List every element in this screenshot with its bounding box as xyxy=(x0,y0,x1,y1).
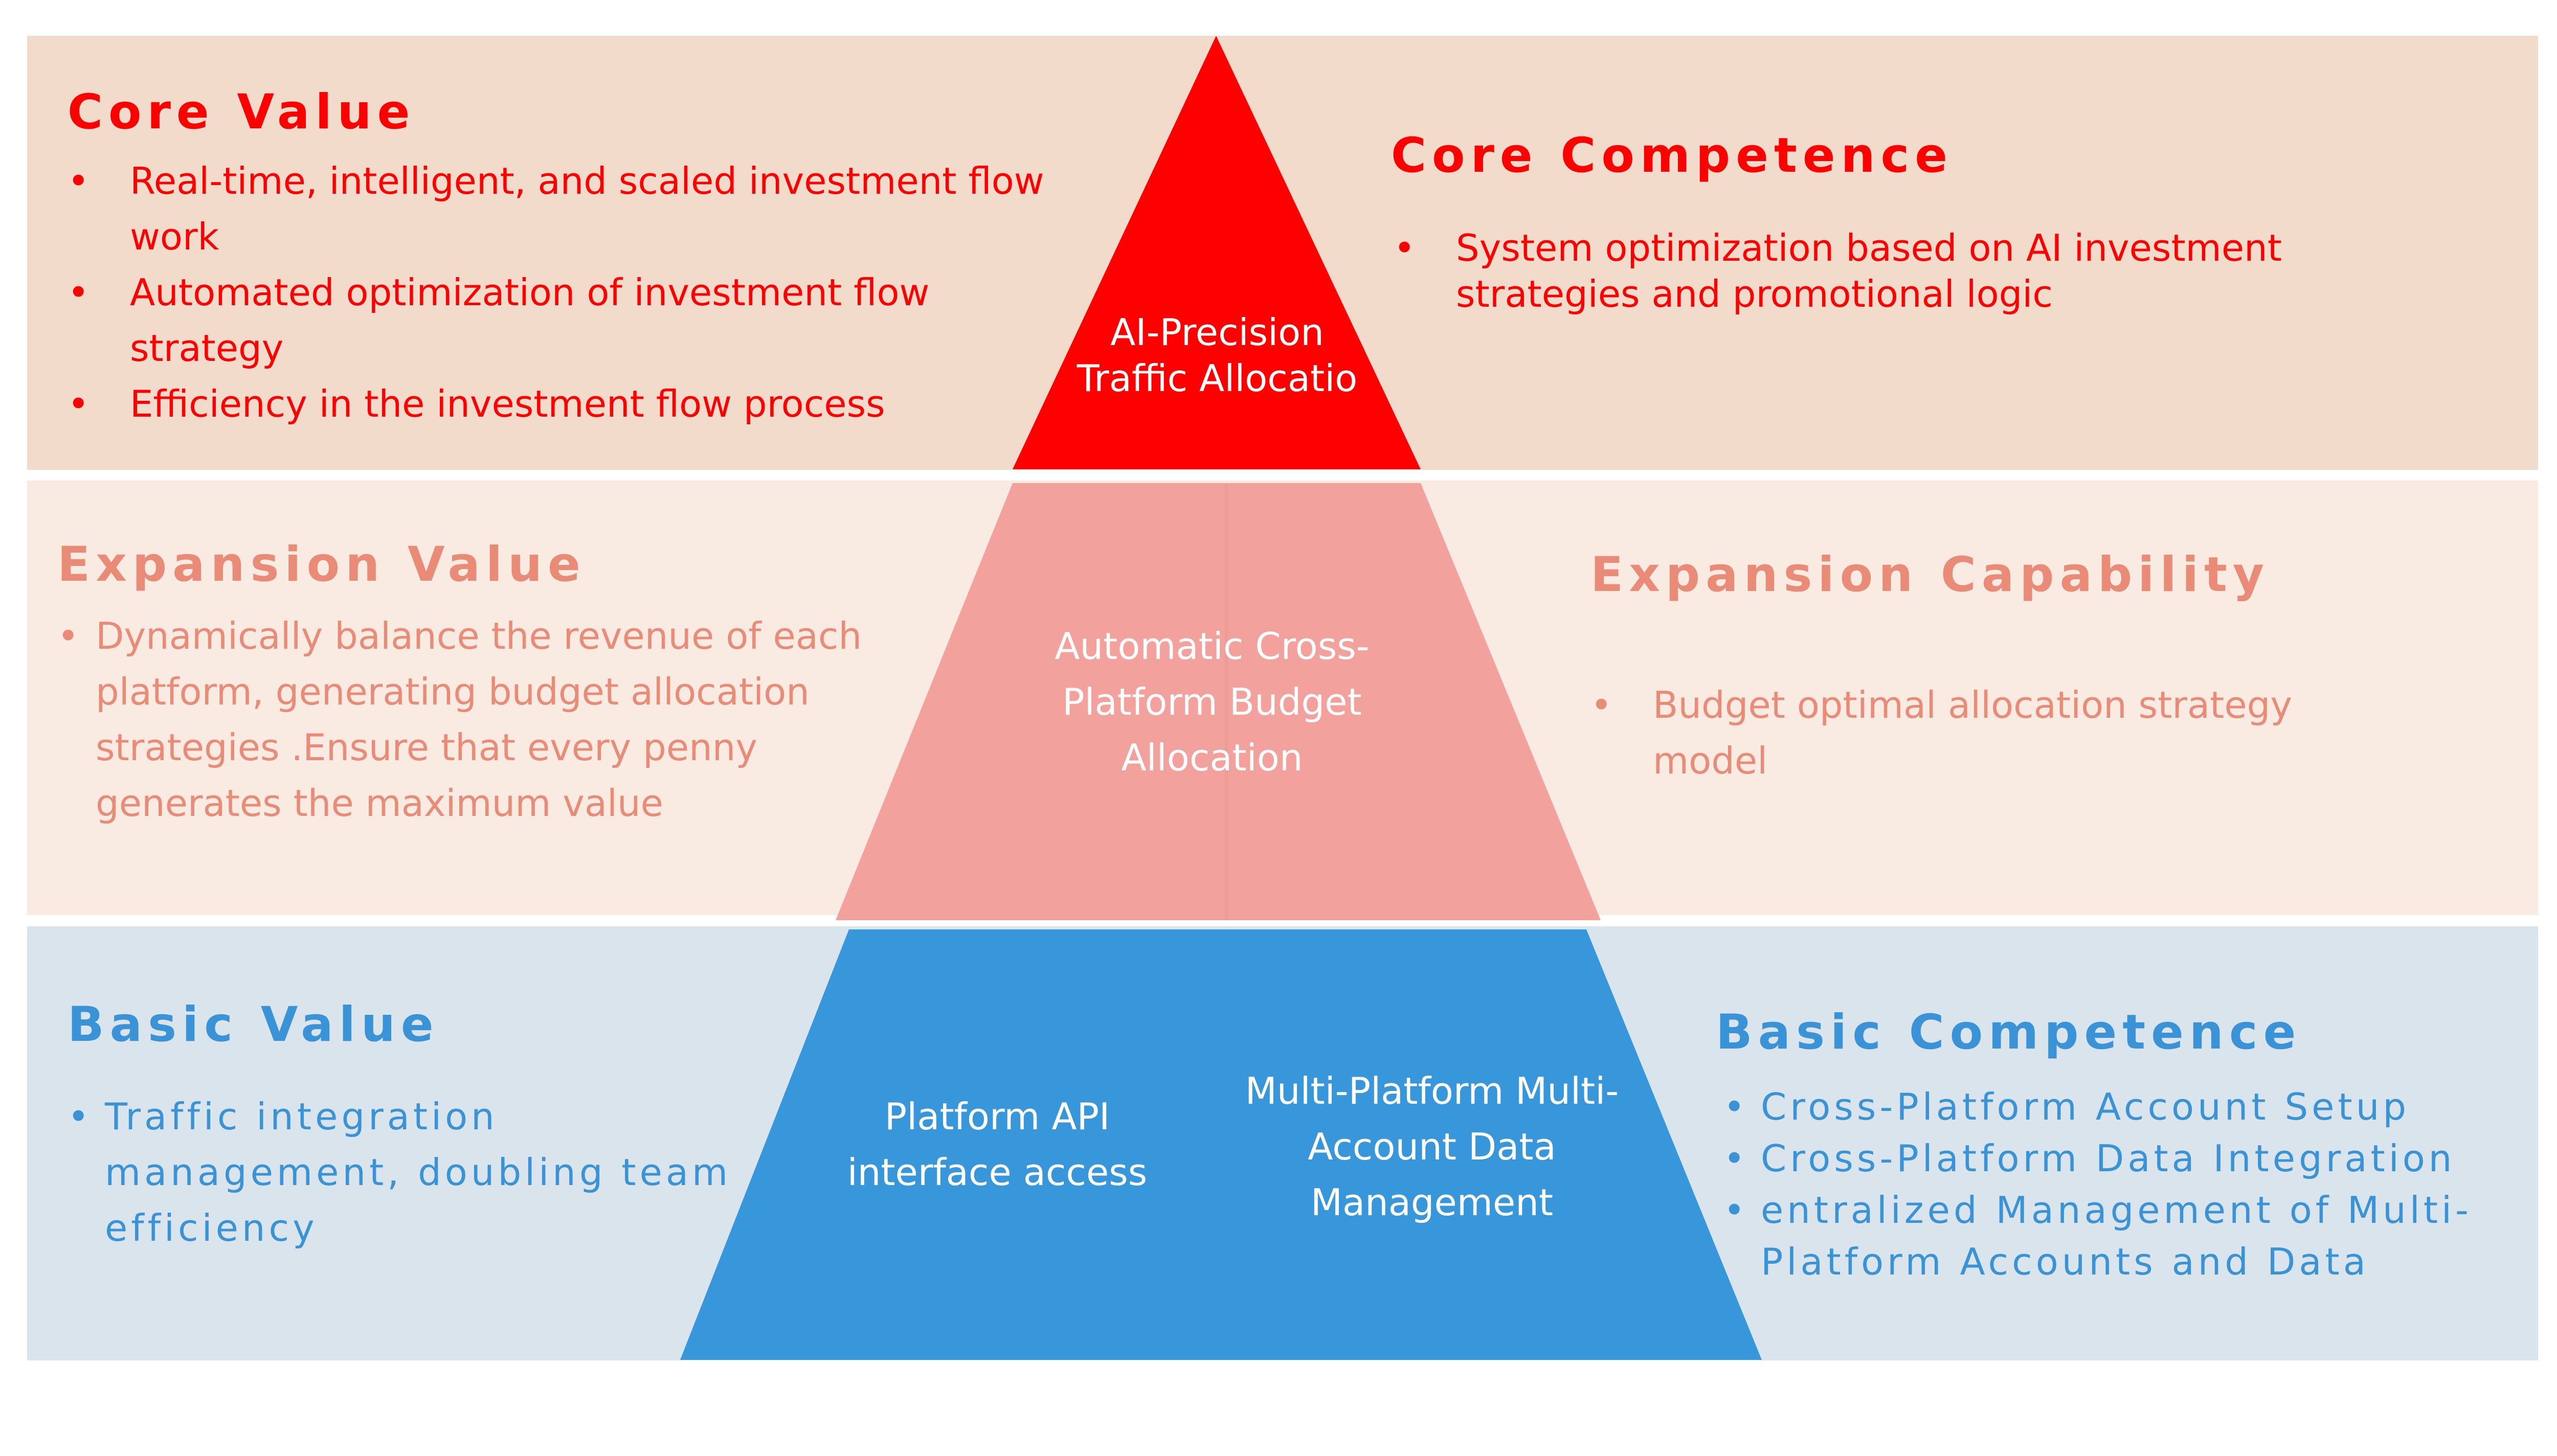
list-item: • Real-time, intelligent, and scaled inv… xyxy=(68,153,1090,265)
bullet-icon: • xyxy=(1590,684,1612,726)
pyramid-top-triangle xyxy=(1013,36,1421,469)
list-item-text: Dynamically balance the revenue of each … xyxy=(96,615,862,825)
list-item-text: Cross-Platform Data Integration xyxy=(1761,1137,2456,1180)
core-competence-list: • System optimization based on AI invest… xyxy=(1394,225,2314,317)
pyramid-middle-trapezoid xyxy=(836,483,1601,920)
bullet-icon: • xyxy=(68,382,89,425)
bullet-icon: • xyxy=(57,615,79,657)
list-item-text: System optimization based on AI investme… xyxy=(1456,226,2282,315)
list-item: • Cross-Platform Account Setup xyxy=(1723,1081,2491,1133)
expansion-value-list: • Dynamically balance the revenue of eac… xyxy=(57,608,896,831)
basic-triangle-right-label: Multi-Platform Multi-Account Data Manage… xyxy=(1245,1070,1619,1224)
basic-value-title: Basic Value xyxy=(68,997,439,1053)
expansion-capability-title: Expansion Capability xyxy=(1590,547,2270,603)
basic-competence-list: • Cross-Platform Account Setup • Cross-P… xyxy=(1723,1081,2491,1288)
list-item: • Efficiency in the investment flow proc… xyxy=(68,376,1090,432)
list-item: • Dynamically balance the revenue of eac… xyxy=(57,608,896,831)
bullet-icon: • xyxy=(68,1095,93,1138)
basic-triangle-left-label: Platform API interface access xyxy=(847,1095,1148,1194)
list-item: • Automated optimization of investment f… xyxy=(68,265,1090,376)
basic-value-list: • Traffic integration management, doubli… xyxy=(68,1089,763,1256)
list-item: • entralized Management of Multi-Platfor… xyxy=(1723,1185,2491,1288)
list-item-text: Automated optimization of investment flo… xyxy=(130,271,930,370)
list-item-text: Budget optimal allocation strategy model xyxy=(1653,684,2292,782)
list-item-text: entralized Management of Multi-Platform … xyxy=(1761,1189,2473,1283)
expansion-value-title: Expansion Value xyxy=(57,537,586,593)
list-item: • Cross-Platform Data Integration xyxy=(1723,1133,2491,1185)
list-item: • System optimization based on AI invest… xyxy=(1394,225,2314,317)
expansion-capability-list: • Budget optimal allocation strategy mod… xyxy=(1590,677,2358,789)
bullet-icon: • xyxy=(1723,1085,1749,1128)
list-item-text: Traffic integration management, doubling… xyxy=(105,1095,732,1249)
bullet-icon: • xyxy=(1723,1189,1749,1232)
bullet-icon: • xyxy=(1723,1137,1749,1180)
core-triangle-label: AI-Precision Traffic Allocatio xyxy=(1076,311,1358,400)
bullet-icon: • xyxy=(68,271,89,314)
list-item: • Traffic integration management, doubli… xyxy=(68,1089,763,1256)
core-value-list: • Real-time, intelligent, and scaled inv… xyxy=(68,153,1090,432)
list-item-text: Real-time, intelligent, and scaled inves… xyxy=(130,160,1044,258)
core-competence-title: Core Competence xyxy=(1391,128,1954,184)
bullet-icon: • xyxy=(1394,226,1416,269)
expansion-triangle-label: Automatic Cross-Platform Budget Allocati… xyxy=(1055,625,1370,779)
bullet-icon: • xyxy=(68,160,89,202)
list-item-text: Efficiency in the investment flow proces… xyxy=(130,382,885,425)
list-item-text: Cross-Platform Account Setup xyxy=(1761,1085,2410,1128)
basic-competence-title: Basic Competence xyxy=(1716,1005,2302,1060)
core-value-title: Core Value xyxy=(68,84,416,140)
list-item: • Budget optimal allocation strategy mod… xyxy=(1590,677,2358,789)
pyramid-bottom-trapezoid xyxy=(680,929,1762,1360)
